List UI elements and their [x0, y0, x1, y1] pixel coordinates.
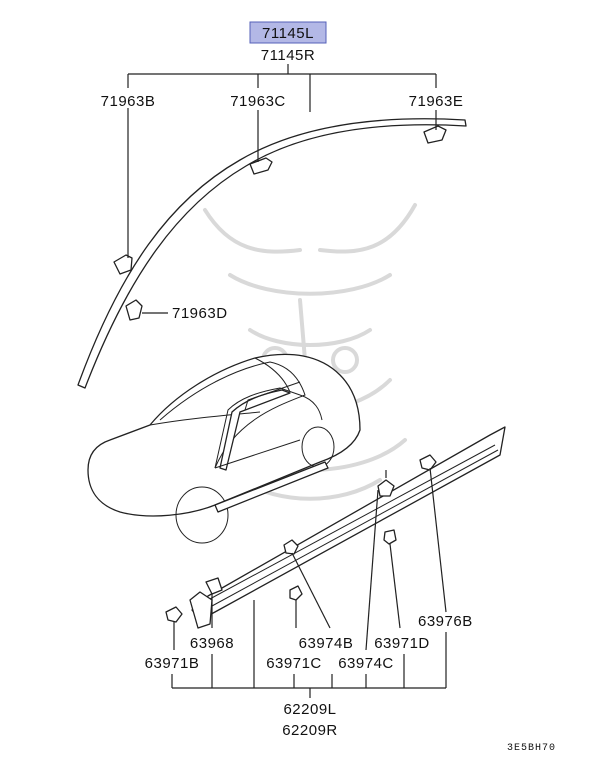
clip-71963B: [113, 108, 133, 275]
callout-71963B[interactable]: 71963B: [101, 93, 156, 110]
top-leader-lines: [127, 64, 437, 112]
diagram-reference-code: 3E5BH70: [507, 743, 556, 754]
clip-63974B: [283, 539, 331, 629]
car-outline: [87, 353, 361, 544]
part-number-71145R[interactable]: 71145R: [261, 47, 315, 64]
callout-63971D[interactable]: 63971D: [374, 635, 430, 652]
clip-63974C: [365, 470, 395, 651]
callout-63976B[interactable]: 63976B: [418, 613, 473, 630]
part-number-highlight: [249, 21, 327, 44]
callout-63971B[interactable]: 63971B: [145, 655, 200, 672]
clip-71963D: [125, 299, 168, 321]
callout-71963E[interactable]: 71963E: [409, 93, 464, 110]
clip-63971D: [383, 529, 401, 629]
part-number-62209R[interactable]: 62209R: [282, 722, 338, 739]
side-sill-garnish: [189, 426, 506, 629]
callout-63968[interactable]: 63968: [190, 635, 234, 652]
callout-63974B[interactable]: 63974B: [299, 635, 354, 652]
part-number-62209L[interactable]: 62209L: [283, 701, 336, 718]
callout-63974C[interactable]: 63974C: [338, 655, 394, 672]
bottom-leader-lines: [171, 600, 447, 698]
part-number-71145L[interactable]: 71145L: [262, 25, 314, 42]
clip-63968: [205, 577, 223, 628]
roof-drip-molding: [77, 118, 467, 389]
clip-71963C: [249, 110, 273, 175]
clip-71963E: [423, 110, 447, 144]
callout-71963C[interactable]: 71963C: [230, 93, 286, 110]
screw-63971B: [165, 606, 183, 650]
clip-63976B: [419, 454, 447, 613]
screw-63971C: [289, 585, 303, 628]
callout-63971C[interactable]: 63971C: [266, 655, 322, 672]
callout-71963D[interactable]: 71963D: [172, 305, 228, 322]
